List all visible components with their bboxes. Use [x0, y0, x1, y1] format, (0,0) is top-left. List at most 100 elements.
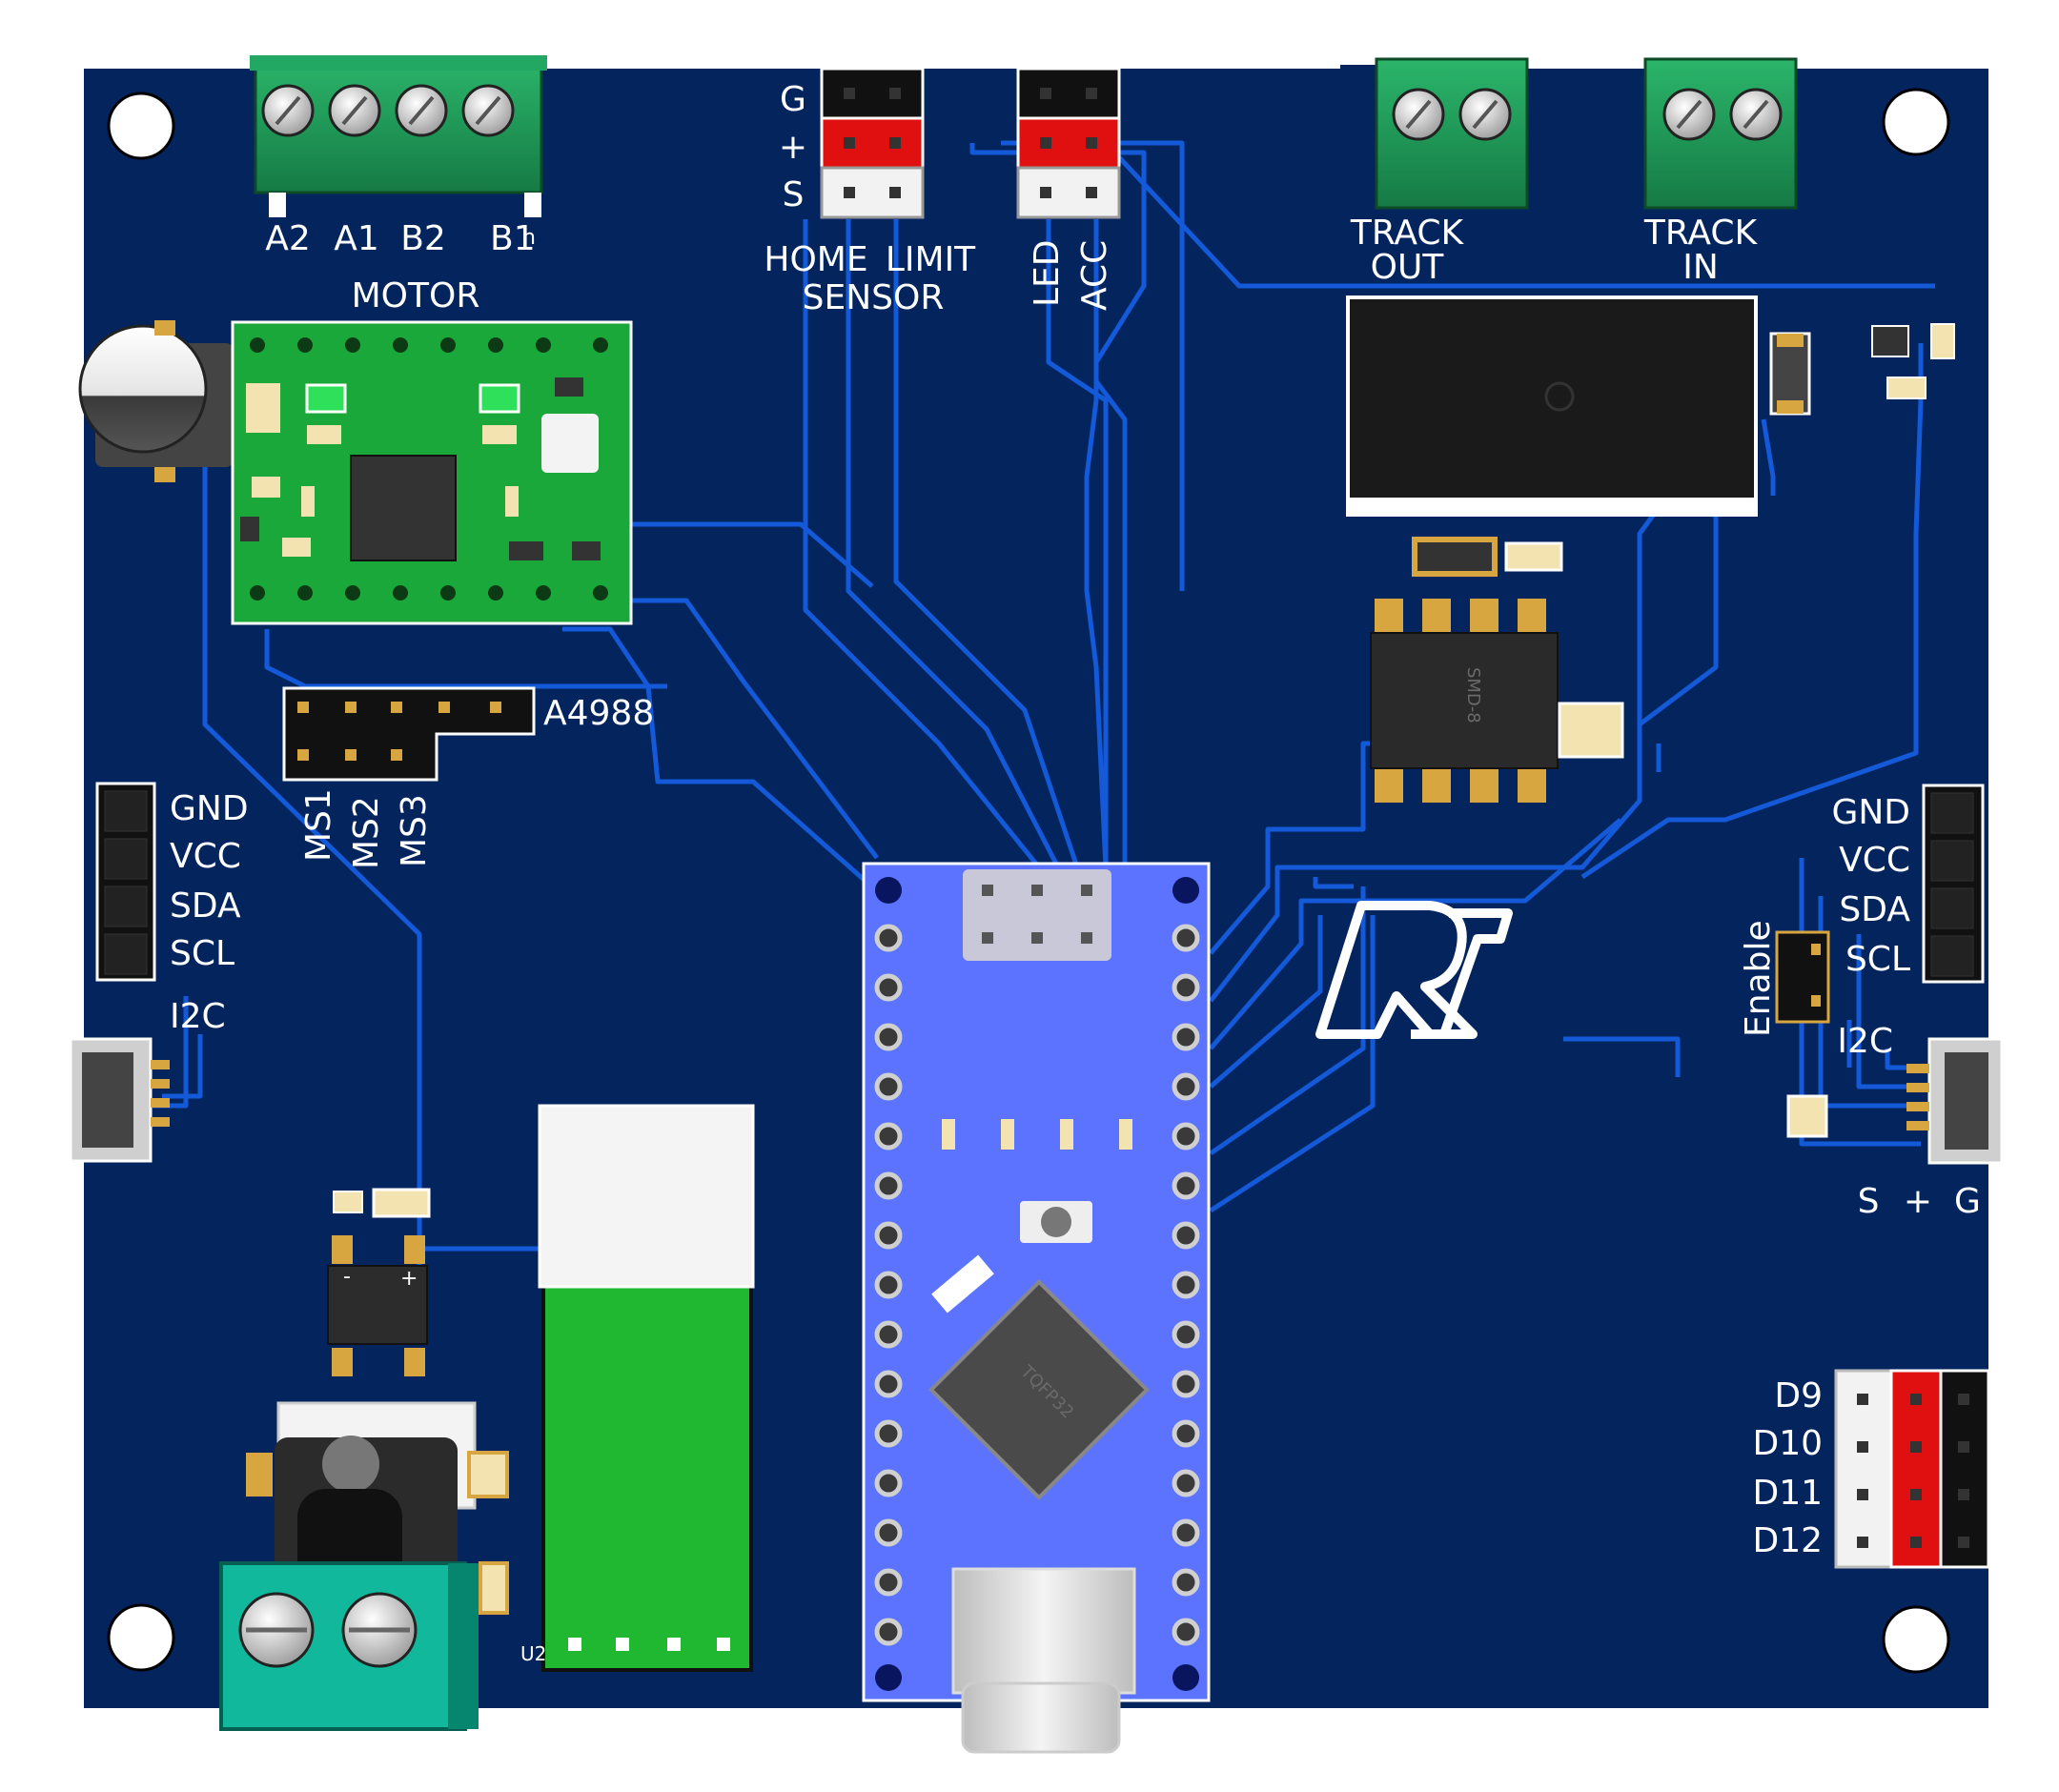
nano-pin — [874, 1122, 903, 1151]
nano-pin — [1172, 1072, 1200, 1101]
capacitor — [78, 320, 234, 482]
nano-pin — [874, 1171, 903, 1200]
nano-pin — [874, 1221, 903, 1250]
left-jst-connector — [69, 1037, 170, 1163]
relay — [1346, 295, 1811, 517]
nano-pin — [1172, 924, 1200, 952]
nano-pin — [874, 1023, 903, 1051]
nano-pin — [1172, 1271, 1200, 1299]
input-terminal — [219, 1561, 479, 1731]
right-gnd-label: GND — [1831, 793, 1910, 832]
nano-pin — [874, 924, 903, 952]
motor-label: MOTOR — [352, 276, 480, 316]
smd8-ic — [1370, 599, 1624, 803]
ms2-label: MS2 — [347, 796, 386, 869]
nano-pin — [1172, 1221, 1200, 1250]
left-vcc-label: VCC — [170, 837, 241, 876]
ms3-label: MS3 — [395, 794, 434, 867]
track-in-label-2: IN — [1682, 248, 1719, 287]
left-i2c-label: I2C — [170, 997, 226, 1036]
nano-pin — [874, 1072, 903, 1101]
stepper-driver-module — [231, 320, 633, 625]
nano-pin — [874, 1568, 903, 1597]
nano-pin — [874, 1320, 903, 1349]
right-scl-label: SCL — [1845, 940, 1910, 979]
traces — [153, 140, 1935, 1306]
nano-pin — [1172, 1171, 1200, 1200]
acc-label: ACC — [1075, 240, 1114, 311]
led-label: LED — [1028, 239, 1067, 307]
nano-pin — [1172, 1122, 1200, 1151]
right-jst-connector — [1786, 1037, 2004, 1165]
d9-label: D9 — [1774, 1376, 1823, 1415]
nano-pin — [1172, 1618, 1200, 1646]
motor-pin-label: B1 — [490, 219, 536, 258]
nano-pin — [1172, 1023, 1200, 1051]
servo-pin-s: S — [1858, 1182, 1880, 1221]
nano-pin — [1172, 1518, 1200, 1547]
home-sensor-header — [820, 67, 925, 219]
sensor-label: SENSOR — [803, 278, 945, 317]
mount-hole-icon — [107, 88, 1950, 1674]
right-i2c-header — [1922, 784, 1985, 984]
nano-pin — [874, 1419, 903, 1448]
ms1-label: MS1 — [299, 788, 338, 862]
enable-label: Enable — [1739, 920, 1778, 1037]
track-out-label-2: OUT — [1371, 248, 1445, 287]
motor-pin-label: B2 — [400, 219, 446, 258]
d12-label: D12 — [1752, 1521, 1823, 1560]
u2-label: U2 — [520, 1642, 546, 1665]
nano-pin — [874, 1469, 903, 1497]
nano-pin — [874, 973, 903, 1002]
nano-pin — [1172, 1419, 1200, 1448]
diode — [1412, 537, 1563, 577]
left-scl-label: SCL — [170, 934, 234, 973]
nano-pin — [874, 1518, 903, 1547]
motor-terminal — [250, 55, 547, 217]
transistor — [1871, 323, 1955, 399]
silkscreen: A2 A1 B2 B1 n MOTOR G + S HOME LIMIT SEN… — [170, 80, 1981, 1665]
home-label: HOME — [764, 240, 867, 279]
led-acc-header — [1016, 67, 1121, 219]
home-pin-g: G — [780, 80, 806, 119]
bridge-minus: - — [343, 1265, 351, 1289]
digital-servo-header — [1834, 1369, 1990, 1569]
nano-pin — [1172, 973, 1200, 1002]
d10-label: D10 — [1752, 1424, 1823, 1463]
track-in-label-1: TRACK — [1643, 214, 1759, 253]
u2-module — [538, 1104, 755, 1672]
bridge-plus: + — [400, 1267, 418, 1291]
bridge-rectifier — [327, 1188, 431, 1376]
nano-pin — [874, 1271, 903, 1299]
nano-pin — [874, 1618, 903, 1646]
track-out-label-1: TRACK — [1350, 214, 1465, 253]
smd8-label: SMD-8 — [1463, 667, 1483, 723]
left-sda-label: SDA — [170, 886, 241, 926]
rt-logo-icon — [1315, 901, 1513, 1039]
enable-jumper — [1775, 930, 1830, 1024]
nano-pin — [874, 1370, 903, 1398]
left-gnd-label: GND — [170, 789, 249, 828]
nano-pin — [1172, 1320, 1200, 1349]
servo-pin-plus: + — [1904, 1182, 1932, 1221]
left-i2c-header — [95, 782, 156, 982]
right-vcc-label: VCC — [1839, 841, 1910, 880]
track-out-terminal — [1375, 57, 1529, 210]
right-i2c-label: I2C — [1837, 1022, 1893, 1061]
arduino-nano — [862, 862, 1211, 1754]
motor-overlap-label: n — [522, 226, 536, 250]
ms-jumper-header — [282, 686, 536, 782]
motor-pin-label: A1 — [334, 219, 379, 258]
nano-pin — [1172, 1568, 1200, 1597]
motor-pin-label: A2 — [265, 219, 311, 258]
right-sda-label: SDA — [1839, 890, 1910, 929]
home-pin-s: S — [783, 175, 805, 214]
nano-pin — [1172, 1370, 1200, 1398]
home-pin-plus: + — [779, 128, 807, 167]
a4988-label: A4988 — [543, 694, 654, 733]
nano-pin — [1172, 1469, 1200, 1497]
track-in-terminal — [1643, 57, 1798, 210]
limit-label: LIMIT — [886, 240, 976, 279]
servo-pin-g: G — [1954, 1182, 1981, 1221]
